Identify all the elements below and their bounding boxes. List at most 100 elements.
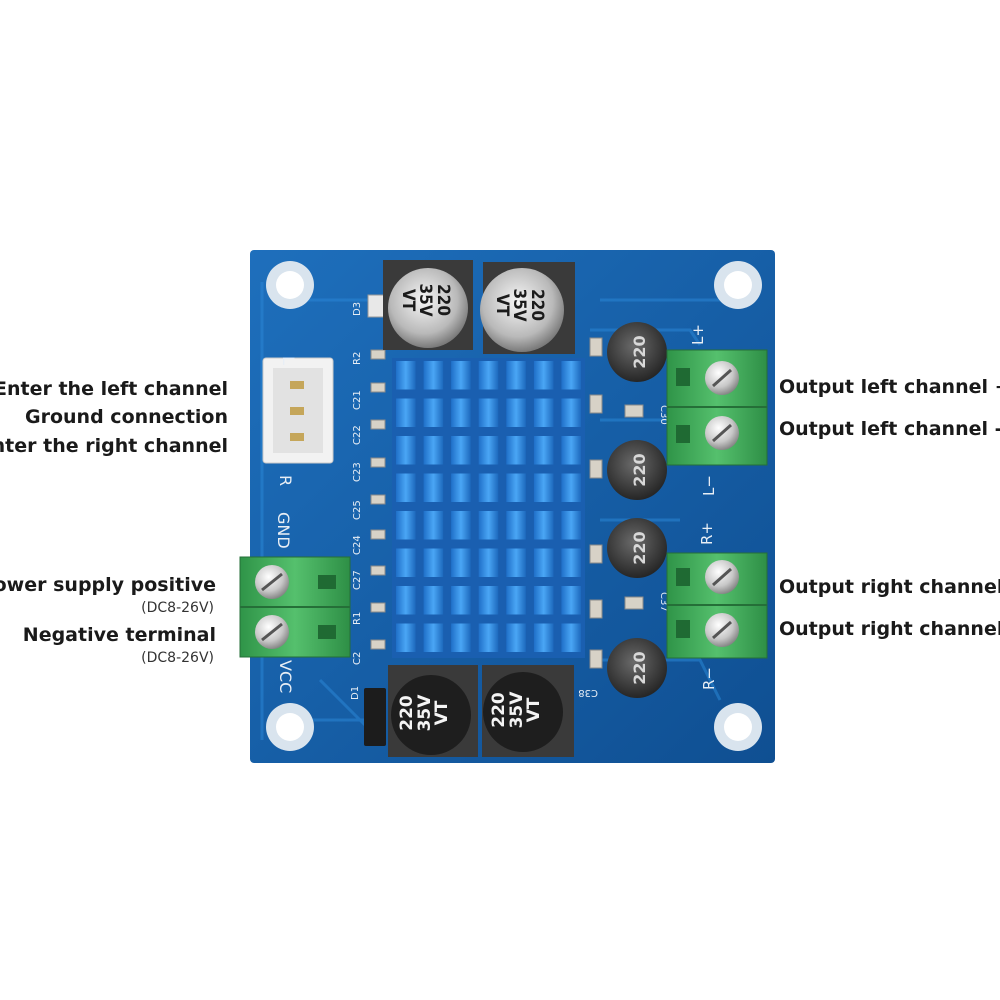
heatsink-fin — [396, 548, 416, 577]
heatsink-fin — [533, 511, 554, 540]
capacitor-top-left: 220 35V VT — [383, 260, 473, 350]
heatsink-fin — [533, 436, 554, 465]
heatsink-fin — [533, 586, 554, 615]
heatsink-fin — [478, 398, 499, 427]
label-power-supply-positive: Power supply positive — [0, 574, 216, 596]
heatsink-fin — [533, 361, 554, 390]
silk-r1: R1 — [352, 612, 363, 625]
heatsink-fin — [451, 361, 471, 390]
inductor-1: 220 — [607, 322, 667, 382]
heatsink-fin — [451, 473, 471, 502]
heatsink-fin — [451, 548, 471, 577]
inductor-3: 220 — [607, 518, 667, 578]
svg-text:220: 220 — [630, 651, 649, 684]
heatsink-fin — [396, 436, 416, 465]
label-output-right-minus: Output right channel - — [779, 618, 1000, 640]
silk-label-vcc: VCC — [276, 660, 295, 693]
cap-top-right-series: VT — [492, 294, 512, 317]
heatsink-fin — [451, 623, 471, 652]
heatsink-fin — [478, 511, 499, 540]
cap-bottom-left-voltage: 35V — [415, 694, 435, 732]
heatsink-fin — [561, 548, 581, 577]
heatsink-fin — [423, 586, 444, 615]
heatsink-fin — [451, 436, 471, 465]
silk-label-r: R — [276, 475, 295, 486]
silk-c38: C38 — [578, 687, 598, 698]
inductor-2: 220 — [607, 440, 667, 500]
heatsink-fin — [506, 398, 526, 427]
label-negative-terminal: Negative terminal — [22, 624, 216, 646]
cap-bottom-left-series: VT — [432, 700, 452, 725]
label-enter-right-channel: Enter the right channel — [0, 435, 228, 457]
silk-d1: D1 — [350, 686, 361, 700]
silk-c27: C27 — [352, 570, 363, 590]
label-ground-connection: Ground connection — [25, 406, 228, 428]
heatsink-fin — [396, 398, 416, 427]
svg-text:220: 220 — [630, 335, 649, 368]
silk-c37: C37 — [658, 592, 669, 612]
input-connector — [262, 357, 334, 464]
label-negative-terminal-range: (DC8-26V) — [141, 650, 214, 666]
svg-text:220: 220 — [630, 531, 649, 564]
silk-d3: D3 — [352, 302, 363, 316]
heatsink-fin — [506, 623, 526, 652]
led-d3 — [367, 294, 385, 318]
mounting-hole-bottom-left — [266, 703, 314, 751]
heatsink-fin — [506, 361, 526, 390]
label-output-left-minus: Output left channel - — [779, 418, 1000, 440]
heatsink-fin — [533, 473, 554, 502]
diode-d1 — [364, 688, 386, 746]
heatsink-fin — [423, 548, 444, 577]
heatsink-fin — [478, 623, 499, 652]
heatsink-fin — [396, 361, 416, 390]
heatsink-fin — [396, 511, 416, 540]
heatsink-fin — [423, 511, 444, 540]
heatsink-fin — [506, 473, 526, 502]
silk-label-lplus: L+ — [689, 324, 707, 345]
mounting-hole-top-left — [266, 261, 314, 309]
heatsink-fin — [506, 436, 526, 465]
heatsink-fin — [561, 473, 581, 502]
cap-bottom-right-value: 220 — [489, 692, 509, 728]
capacitor-top-right: 220 35V VT — [480, 262, 575, 354]
heatsink-fin — [533, 398, 554, 427]
label-enter-left-channel: Enter the left channel — [0, 378, 228, 400]
silk-r2: R2 — [352, 352, 363, 365]
heatsink-fin — [561, 623, 581, 652]
cap-bottom-right-voltage: 35V — [507, 691, 527, 729]
heatsink-fin — [396, 473, 416, 502]
heatsink-fin — [478, 586, 499, 615]
silk-c25: C25 — [352, 500, 363, 520]
heatsink-fin — [478, 548, 499, 577]
heatsink-fin — [423, 623, 444, 652]
smd-parts-left — [370, 349, 386, 650]
heatsink-fin — [561, 361, 581, 390]
label-output-right-plus: Output right channel + — [779, 576, 1000, 598]
heatsink-fin — [478, 361, 499, 390]
cap-bottom-right-series: VT — [524, 697, 544, 722]
heatsink-fin — [561, 398, 581, 427]
cap-bottom-left-value: 220 — [397, 695, 417, 731]
power-terminal-block — [239, 556, 351, 658]
silk-c24: C24 — [352, 535, 363, 555]
output-terminal-right-channel — [666, 552, 768, 659]
heatsink-fin — [478, 436, 499, 465]
pcb-traces — [260, 282, 722, 742]
cap-top-left-voltage: 35V — [415, 283, 435, 316]
svg-text:220: 220 — [630, 453, 649, 486]
silk-c2: C2 — [352, 652, 363, 665]
mounting-hole-bottom-right — [714, 703, 762, 751]
heatsink-fin — [561, 586, 581, 615]
heatsink-fin — [478, 473, 499, 502]
capacitor-bottom-left: 220 35V VT — [388, 665, 478, 757]
heatsink-fin — [396, 586, 416, 615]
heatsink-fin — [533, 548, 554, 577]
silk-label-gnd: GND — [274, 512, 293, 549]
heatsink — [392, 358, 585, 658]
silk-label-rminus: R− — [700, 667, 718, 690]
silk-label-rplus: R+ — [698, 522, 716, 545]
heatsink-fin — [423, 436, 444, 465]
output-terminal-left-channel — [666, 349, 768, 466]
smd-parts-right — [589, 337, 644, 669]
heatsink-fin — [506, 586, 526, 615]
